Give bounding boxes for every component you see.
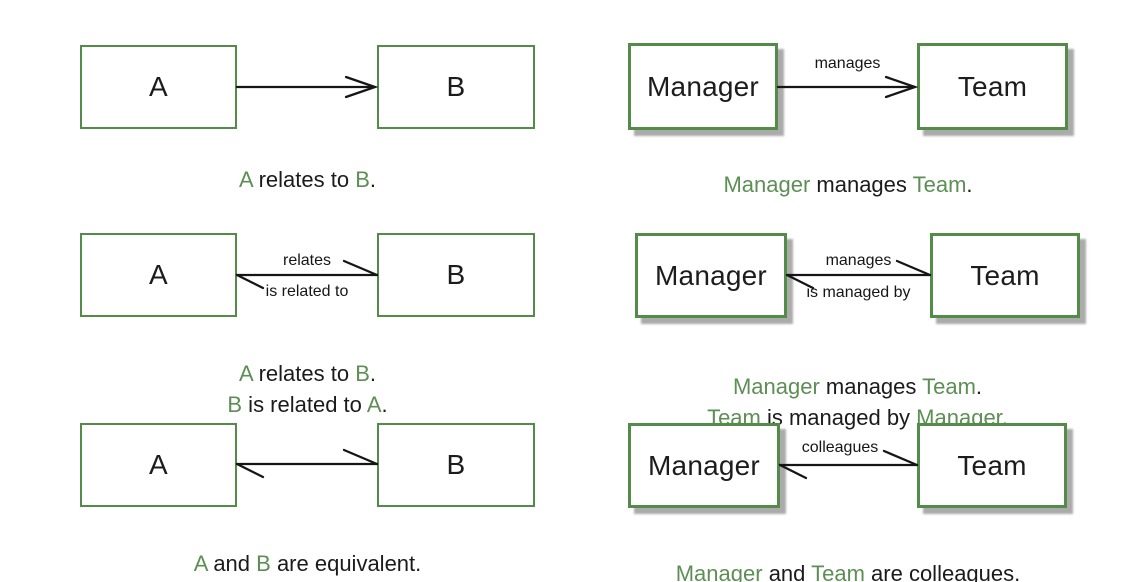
caption: Manager and Team are colleagues. [628,558,1068,582]
box-label: Manager [655,259,767,291]
caption-entity: B [355,167,370,192]
caption-text: are colleagues. [864,561,1021,582]
box-label: Team [957,70,1028,102]
caption-text: . [369,361,376,386]
caption-entity: Team [912,172,967,197]
caption: A and B are equivalent. [80,548,535,579]
caption-text: . [966,172,973,197]
diagram-a-b-bidirectional: A B relates is related to A relates to B… [80,233,535,417]
relationship-arrow-icon [785,259,932,290]
caption-text: . [369,167,376,192]
entity-box-manager: Manager [628,43,778,130]
caption-text: relates to [252,167,356,192]
caption-text: is managed by [760,405,917,430]
entity-box-a: A [80,45,237,129]
arrow-label-above: colleagues [801,439,879,456]
entity-box-b: B [377,45,535,129]
diagram-a-b-equivalent: A B A and B are equivalent. [80,423,535,576]
caption-entity: A [239,361,253,386]
entity-box-b: B [377,423,535,507]
caption-entity: Manager [723,172,811,197]
caption-entity: B [227,392,243,417]
entity-box-manager: Manager [635,233,787,318]
caption-text: . [381,392,388,417]
caption-text: manages [819,374,923,399]
caption-entity: A [193,551,208,576]
relationship-arrow-icon [778,449,919,480]
entity-box-b: B [377,233,535,317]
entity-box-team: Team [917,423,1067,508]
caption-entity: Manager [675,561,763,582]
diagram-manager-team-colleagues: Manager Team colleagues Manager and Team… [628,423,1068,582]
caption: Manager manages Team. [628,169,1068,200]
arrow-label-below: is managed by [806,284,911,301]
diagram-manager-manages-team: Manager Team manages Manager manages Tea… [628,43,1068,203]
box-label: Team [970,259,1040,291]
entity-box-team: Team [917,43,1068,130]
caption-text: is related to [242,392,367,417]
box-label: A [149,259,168,290]
box-label: Manager [647,70,759,102]
box-label: B [446,449,466,480]
arrow-label-below: is related to [265,283,349,300]
diagram-manager-team-bidirectional: Manager Team manages is managed by Manag… [635,233,1080,430]
arrow-label-above: relates [282,252,332,269]
relationship-arrow-icon [235,259,379,290]
box-label: A [149,449,168,480]
entity-box-a: A [80,233,237,317]
caption-entity: Manager [732,374,820,399]
box-label: Manager [648,449,760,481]
box-label: Team [957,449,1027,481]
caption-entity: B [355,361,370,386]
relationship-arrow-icon [235,75,379,99]
caption-text: relates to [252,361,356,386]
caption-text: . [1001,405,1008,430]
entity-box-manager: Manager [628,423,780,508]
box-label: A [149,71,168,102]
box-label: B [446,71,466,102]
relationship-arrow-icon [235,448,379,479]
caption-entity: Team [922,374,976,399]
caption: A relates to B.B is related to A. [80,358,535,420]
caption-entity: B [256,551,271,576]
caption-text: are equivalent. [270,551,422,576]
arrow-label-above: manages [814,55,881,72]
caption-text: manages [810,172,913,197]
caption-entity: A [366,392,382,417]
caption-text: . [975,374,983,399]
entity-box-a: A [80,423,237,507]
caption-text: and [762,561,812,582]
box-label: B [446,259,466,290]
entity-box-team: Team [930,233,1080,318]
caption-text: and [207,551,257,576]
caption: A relates to B. [80,164,535,195]
caption-entity: Team [811,561,865,582]
caption-entity: A [239,167,253,192]
relationship-arrow-icon [776,75,919,99]
diagram-a-relates-to-b: A B A relates to B. [80,45,535,195]
arrow-label-above: manages [825,252,892,269]
